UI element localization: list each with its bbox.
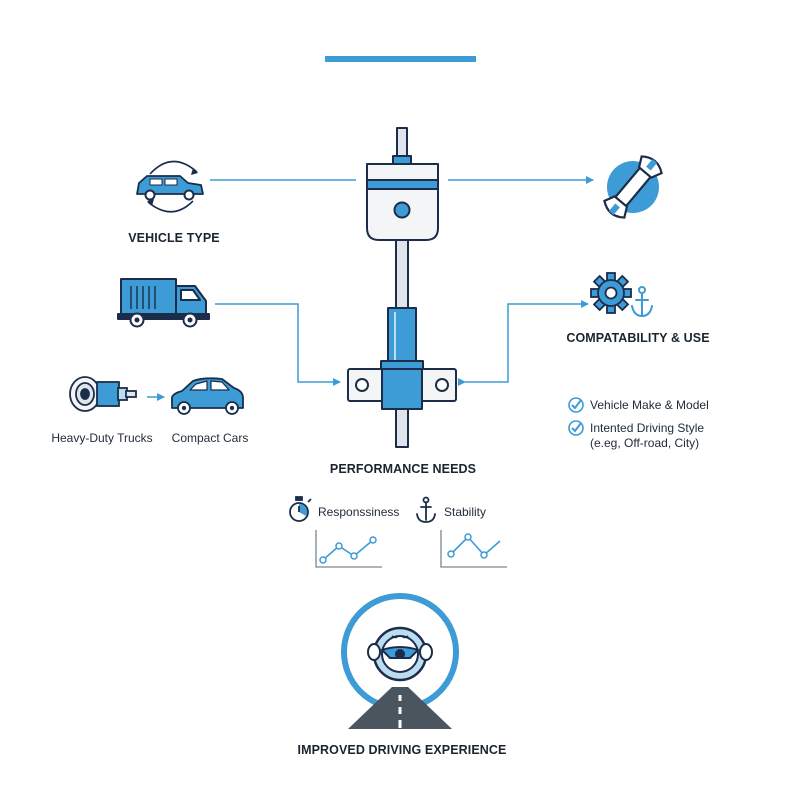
connector-compatibility	[458, 300, 589, 386]
stability-label: Stability	[444, 505, 487, 519]
stability-sparkline	[440, 530, 507, 568]
heavy-duty-trucks-label: Heavy-Duty Trucks	[51, 431, 153, 445]
suv-with-arrows-icon	[136, 160, 204, 213]
checkmark-circle-icon	[568, 397, 584, 413]
top-accent-bar	[325, 56, 476, 62]
shock-absorber-illustration	[347, 127, 457, 448]
shock-component-icon	[69, 376, 137, 412]
truck-icon	[117, 278, 210, 328]
checkmark-circle-icon	[568, 420, 584, 436]
performance-heading: PERFORMANCE NEEDS	[329, 462, 477, 476]
connector-truck	[215, 303, 341, 386]
responsiveness-label: Responssiness	[318, 505, 400, 519]
steering-wheel-road-icon	[341, 593, 459, 729]
compatibility-heading: COMPATABILITY & USE	[566, 331, 710, 345]
stopwatch-icon	[289, 496, 312, 522]
gear-anchor-icon	[590, 272, 653, 318]
improved-experience-heading: IMPROVED DRIVING EXPERIENCE	[297, 743, 507, 757]
wrench-icon	[603, 155, 663, 219]
responsiveness-sparkline	[315, 530, 382, 568]
vehicle-type-heading: VEHICLE TYPE	[128, 231, 220, 245]
compatibility-item-driving-style: Intented Driving Style	[590, 421, 705, 435]
compact-cars-label: Compact Cars	[171, 431, 249, 445]
compatibility-item-make-model: Vehicle Make & Model	[590, 398, 709, 412]
compact-car-icon	[171, 377, 244, 415]
connector-lines	[147, 176, 594, 401]
anchor-icon	[416, 496, 436, 523]
compatibility-item-driving-style-examples: (e.eg, Off-road, City)	[590, 436, 700, 450]
